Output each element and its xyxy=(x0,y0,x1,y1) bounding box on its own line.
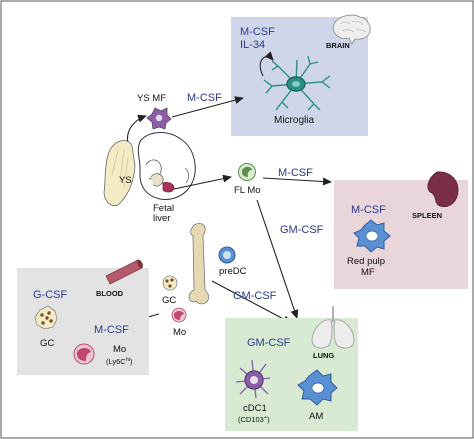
cdc1-label: cDC1 xyxy=(243,403,267,414)
lung-organ-label: LUNG xyxy=(313,351,334,360)
blood-gc-icon xyxy=(34,305,58,330)
arrow-liver-to-flmo xyxy=(173,174,232,190)
microglia-self-renew-arrow xyxy=(259,51,274,77)
brain-cytokine-2: IL-34 xyxy=(240,39,265,51)
monocyte-icon xyxy=(171,307,187,323)
fetal-liver-label-2: liver xyxy=(153,213,170,224)
embryo-icon xyxy=(103,132,196,207)
lung-box: GM-CSF LUNG cDC1 (CD103+) AM xyxy=(225,306,358,431)
blood-organ-label: BLOOD xyxy=(96,289,124,298)
yolk-sac-macrophage-icon xyxy=(146,107,172,130)
arrow-ys-to-microglia xyxy=(171,96,244,118)
alveolar-macrophage-icon xyxy=(297,369,338,406)
spleen-organ-label: SPLEEN xyxy=(412,211,442,220)
fl-monocyte-icon xyxy=(238,163,256,181)
arrow-fl-lung-cytokine: GM-CSF xyxy=(280,224,324,236)
blood-gcsf: G-CSF xyxy=(33,289,68,301)
lung-icon xyxy=(311,306,355,349)
arrow-ys-cytokine: M-CSF xyxy=(187,92,222,104)
gc-icon xyxy=(162,275,178,291)
spleen-icon xyxy=(427,171,459,208)
brain-box: M-CSF IL-34 BRAIN Microglia xyxy=(231,14,371,136)
arrow-flmo-to-lung xyxy=(256,199,299,319)
cdc1-icon xyxy=(235,359,271,399)
microglia-icon xyxy=(263,55,331,111)
bm-mo-label: Mo xyxy=(173,327,186,338)
arrow-bm-to-lung xyxy=(211,280,292,324)
blood-gc-label: GC xyxy=(40,338,54,349)
brain-icon xyxy=(332,14,371,45)
cdc1-subtext: (CD103+) xyxy=(238,415,270,424)
spleen-cytokine: M-CSF xyxy=(351,204,386,216)
blood-mcsf: M-CSF xyxy=(94,324,129,336)
microglia-label: Microglia xyxy=(274,115,314,126)
ys-label: YS xyxy=(119,175,132,186)
blood-vessel-icon xyxy=(105,259,143,285)
blood-mo-label: Mo xyxy=(113,344,126,355)
fetal-liver-label-1: Fetal xyxy=(153,203,174,214)
red-pulp-macrophage-icon xyxy=(353,219,391,253)
bm-gc-label: GC xyxy=(162,295,176,306)
brain-organ-label: BRAIN xyxy=(326,41,350,50)
bone-icon xyxy=(188,223,210,305)
fl-mo-label: FL Mo xyxy=(234,185,261,196)
arrow-bm-lung-cytokine: GM-CSF xyxy=(233,290,277,302)
predc-icon xyxy=(218,246,236,264)
predc-label: preDC xyxy=(219,266,247,277)
am-label: AM xyxy=(309,411,323,422)
red-pulp-label-2: MF xyxy=(361,267,375,278)
red-pulp-label-1: Red pulp xyxy=(347,256,385,267)
arrow-flmo-to-spleen xyxy=(262,177,332,186)
blood-box: G-CSF BLOOD GC M-CSF Mo (Ly6Chi) xyxy=(17,259,149,375)
brain-cytokine-1: M-CSF xyxy=(240,26,275,38)
lung-cytokine: GM-CSF xyxy=(247,337,291,349)
blood-monocyte-icon xyxy=(73,343,95,365)
arrow-spleen-cytokine: M-CSF xyxy=(278,167,313,179)
ys-mf-label: YS MF xyxy=(137,93,166,104)
blood-mo-subtext: (Ly6Chi) xyxy=(106,357,133,366)
spleen-box: M-CSF SPLEEN Red pulp MF xyxy=(334,171,468,289)
